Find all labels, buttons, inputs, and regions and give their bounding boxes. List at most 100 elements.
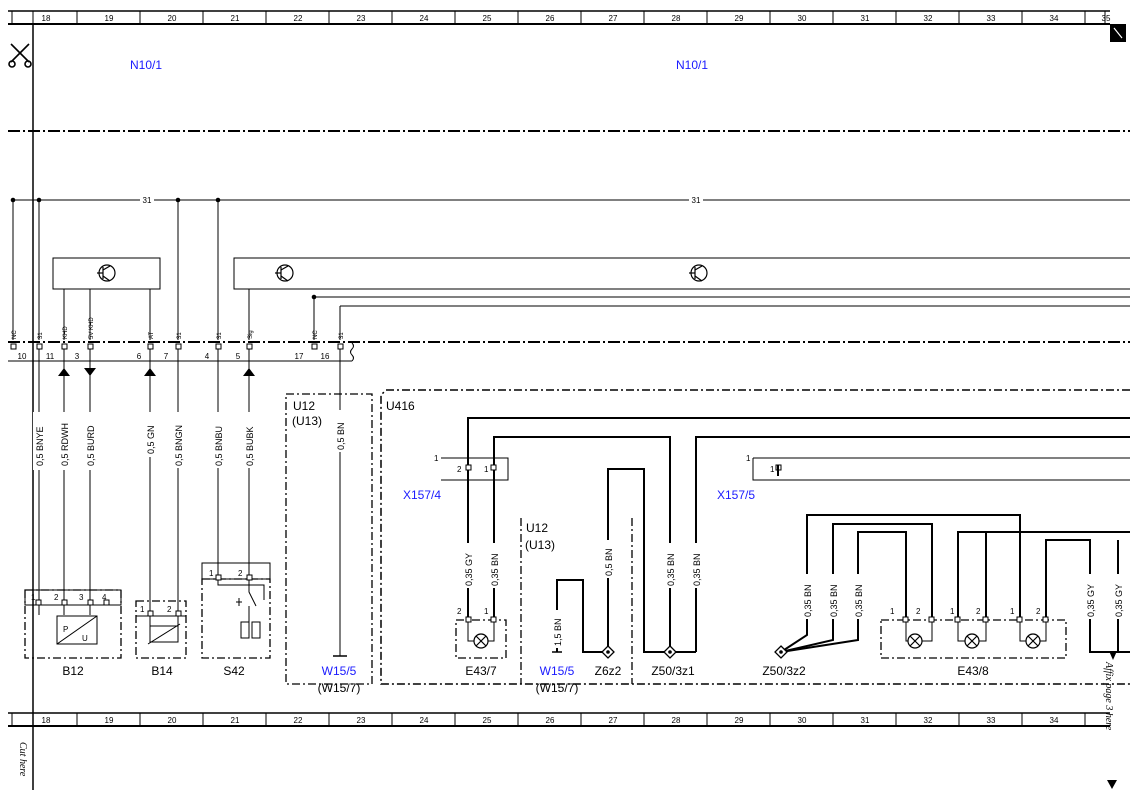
lamp-icon (473, 633, 489, 649)
pin-number: 5 (236, 352, 241, 361)
reference-label-alt: (W15/7) (318, 681, 361, 695)
ruler-col-26: 26 (546, 14, 555, 23)
component-label: E43/8 (957, 664, 989, 678)
ruler-col-19: 19 (105, 716, 114, 725)
ruler-col-26: 26 (546, 716, 555, 725)
connector-x157-5: 1 1 X157/5 (717, 454, 1130, 502)
pin-label: 31 (38, 332, 44, 339)
pin-number: 11 (46, 352, 55, 361)
lamp-icon (964, 633, 980, 649)
lamp-e43-8: 1 2 1 2 1 2 E43/8 (880, 607, 1067, 678)
component-label: S42 (223, 664, 245, 678)
wire-label: 0,35 GY (1086, 584, 1096, 617)
pin-number: 2 (238, 569, 243, 578)
wire-label: 0,35 GY (1114, 584, 1124, 617)
pin-number: 1 (140, 605, 145, 614)
ruler-col-21: 21 (231, 14, 240, 23)
sensor-b12: 1 2 3 4 P U B12 (24, 589, 122, 678)
transistor-block-left (52, 257, 161, 290)
wire-label: 0,35 BN (829, 584, 839, 617)
wire-runs (38, 349, 341, 656)
ruler-col-31: 31 (861, 14, 870, 23)
pressure-sensor-icon (56, 615, 98, 645)
pin-number: 1 (484, 607, 489, 616)
reference-label: W15/5 (322, 664, 357, 678)
pin-number: 2 (916, 607, 921, 616)
pin-number: 1 (890, 607, 895, 616)
wire-label: 0,5 BNYE (35, 426, 45, 466)
wire-label: 0,5 BUBK (245, 426, 255, 466)
wire-label: 0,5 BNBU (214, 426, 224, 466)
component-label: E43/7 (465, 664, 497, 678)
wire-label: 0,35 GY (464, 553, 474, 586)
component-label: B12 (62, 664, 84, 678)
ruler-col-32: 32 (924, 14, 933, 23)
pin-number: 1 (31, 593, 36, 602)
pin-number: 1 (484, 465, 489, 474)
component-label: B14 (151, 664, 173, 678)
ruler-col-19: 19 (105, 14, 114, 23)
transistor-icon (275, 264, 294, 282)
pin-number: 2 (976, 607, 981, 616)
wire-label: 0,5 BURD (86, 425, 96, 466)
block-label: U12 (526, 521, 548, 535)
wire-label: 0,35 BN (692, 553, 702, 586)
block-label-alt: (U13) (292, 414, 322, 428)
sensor-b14: 1 2 B14 (135, 600, 187, 678)
thermistor-icon (149, 625, 179, 643)
pin-number: 1 (746, 454, 751, 463)
pin-number: 1 (1010, 607, 1015, 616)
ruler-col-27: 27 (609, 716, 618, 725)
pin-number: 2 (457, 465, 462, 474)
u416-wiring (467, 417, 1130, 653)
pin-number: 16 (321, 352, 330, 361)
splice-z50-3z1: Z50/3z1 (651, 645, 695, 678)
pin-label: Sig (248, 330, 254, 339)
pin-number: 2 (1036, 607, 1041, 616)
pin-number: 6 (137, 352, 142, 361)
ruler-col-31: 31 (861, 716, 870, 725)
pin-number: 10 (18, 352, 27, 361)
reference-label-alt: (W15/7) (536, 681, 579, 695)
pin-number: 7 (164, 352, 169, 361)
pin-label: KHD (63, 326, 69, 339)
cut-here-label: Cut here (17, 742, 28, 777)
pin-label: NC (313, 330, 319, 339)
ruler-col-29: 29 (735, 716, 744, 725)
splice-z6z2: Z6z2 (595, 645, 622, 678)
wire-label: 0,5 BNGN (174, 425, 184, 466)
ruler-col-33: 33 (987, 716, 996, 725)
pin-number: 17 (295, 352, 304, 361)
pin-number: 3 (75, 352, 80, 361)
ruler-col-34: 34 (1050, 14, 1059, 23)
bottom-ruler: 18 19 20 21 22 23 24 25 26 27 28 29 30 3… (8, 712, 1110, 727)
reference-label: W15/5 (540, 664, 575, 678)
ruler-col-24: 24 (420, 716, 429, 725)
pin-label: 5V KHD (89, 317, 95, 339)
ground-bus: 31 31 (10, 195, 1130, 205)
ruler-col-32: 32 (924, 716, 933, 725)
wire-label: 1,5 BN (553, 618, 563, 646)
connector-pins (10, 343, 344, 350)
transistor-block-right (233, 257, 1130, 290)
pin-number: 4 (205, 352, 210, 361)
ruler-col-30: 30 (798, 14, 807, 23)
symbol-p: P (63, 625, 68, 634)
ruler-col-28: 28 (672, 14, 681, 23)
block-label-alt: (U13) (525, 538, 555, 552)
ruler-col-33: 33 (987, 14, 996, 23)
pin-number: 3 (79, 593, 84, 602)
break-mark (350, 342, 354, 362)
block-label: U12 (293, 399, 315, 413)
splice-label: Z50/3z2 (762, 664, 806, 678)
ruler-col-22: 22 (294, 716, 303, 725)
wire-label: 0,35 BN (666, 553, 676, 586)
transistor-icon (97, 264, 116, 282)
ruler-col-18: 18 (42, 14, 51, 23)
block-u12: U12 (U13) W15/5 (W15/7) (285, 393, 373, 695)
affix-page-label: Affix page 3 here (1103, 661, 1114, 731)
splice-z50-3z2: Z50/3z2 (762, 645, 806, 678)
lamp-icon (907, 633, 923, 649)
pin-number: 1 (770, 465, 775, 474)
pin-number: 4 (102, 593, 107, 602)
